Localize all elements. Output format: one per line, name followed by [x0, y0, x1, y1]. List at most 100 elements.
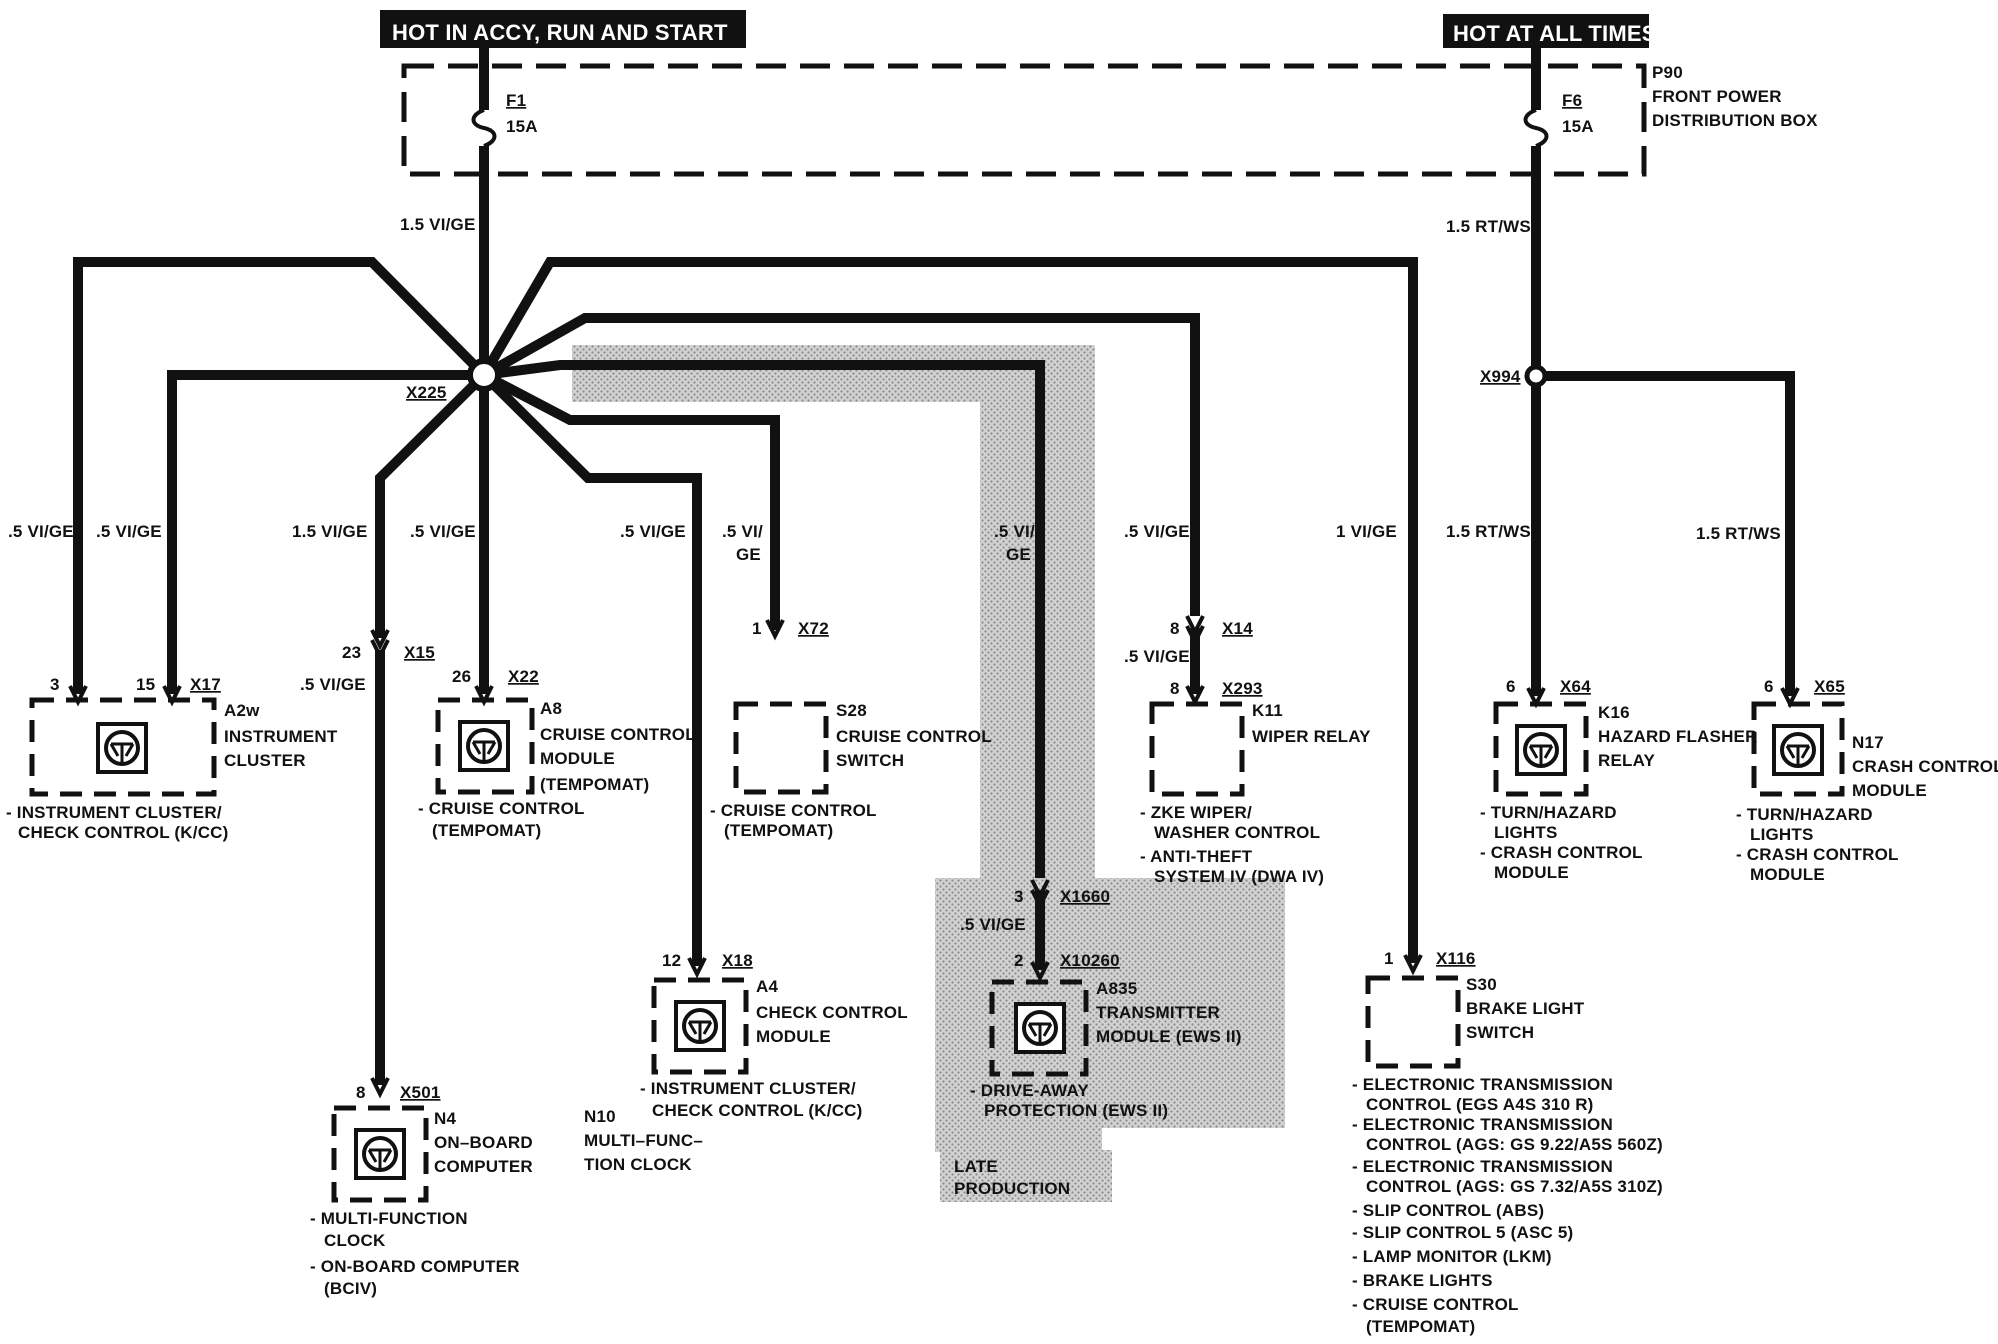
- late-production-1: LATE: [954, 1157, 998, 1176]
- a4-line2: MODULE: [756, 1027, 831, 1046]
- a2w-line1: INSTRUMENT: [224, 727, 338, 746]
- a2w-id: A2w: [224, 701, 260, 720]
- wire-label-b2: .5 VI/GE: [96, 522, 162, 541]
- a835-note2: PROTECTION (EWS II): [984, 1101, 1168, 1120]
- a2w-pin-a: 3: [50, 675, 60, 694]
- component-s28: 1 X72 S28 CRUISE CONTROL SWITCH - CRUISE…: [710, 619, 992, 840]
- s30-line2: SWITCH: [1466, 1023, 1534, 1042]
- a2w-note1: - INSTRUMENT CLUSTER/: [6, 803, 222, 822]
- a835-id: A835: [1096, 979, 1137, 998]
- x15-label: X15: [404, 643, 435, 662]
- header-always: HOT AT ALL TIMES: [1443, 14, 1656, 48]
- x14-label: X14: [1222, 619, 1253, 638]
- n4-line1: ON–BOARD: [434, 1133, 533, 1152]
- s30-note-2: - ELECTRONIC TRANSMISSION: [1352, 1115, 1613, 1134]
- n17-note4: MODULE: [1750, 865, 1825, 884]
- s30-note-5: CONTROL (AGS: GS 7.32/A5S 310Z): [1366, 1177, 1663, 1196]
- k16-line2: RELAY: [1598, 751, 1656, 770]
- wire-label-b8: .5 VI/GE: [1124, 522, 1190, 541]
- f6-id: F6: [1562, 91, 1582, 110]
- right-harness: [1531, 371, 1795, 696]
- k11-note3: - ANTI-THEFT: [1140, 847, 1253, 866]
- wire-label-r1: 1.5 RT/WS: [1446, 522, 1531, 541]
- wire-label-x1660-below: .5 VI/GE: [960, 915, 1026, 934]
- fuse-f6: F6 15A: [1523, 48, 1594, 368]
- k11-pin: 8: [1170, 679, 1180, 698]
- k16-note1: - TURN/HAZARD: [1480, 803, 1617, 822]
- s30-note-9: - BRAKE LIGHTS: [1352, 1271, 1493, 1290]
- a835-line2: MODULE (EWS II): [1096, 1027, 1242, 1046]
- a835-note1: - DRIVE-AWAY: [970, 1081, 1089, 1100]
- a2w-line2: CLUSTER: [224, 751, 306, 770]
- wire-label-main-left: 1.5 VI/GE: [400, 215, 476, 234]
- wire-label-b7-2: GE: [1006, 545, 1031, 564]
- wire-label-b9: 1 VI/GE: [1336, 522, 1397, 541]
- k16-note3: - CRASH CONTROL: [1480, 843, 1643, 862]
- k16-connector: X64: [1560, 677, 1591, 696]
- s30-note-7: - SLIP CONTROL 5 (ASC 5): [1352, 1223, 1573, 1242]
- n4-note3: - ON-BOARD COMPUTER: [310, 1257, 520, 1276]
- splice-x994: X994: [1480, 364, 1548, 388]
- wire-label-b7-1: .5 VI/: [994, 522, 1035, 541]
- a2w-note2: CHECK CONTROL (K/CC): [18, 823, 229, 842]
- wire-label-b6-2: GE: [736, 545, 761, 564]
- component-a4: 12 X18 A4 CHECK CONTROL MODULE - INSTRUM…: [640, 951, 908, 1120]
- header-accy-text: HOT IN ACCY, RUN AND START: [392, 20, 728, 45]
- a2w-connector: X17: [190, 675, 221, 694]
- k11-note2: WASHER CONTROL: [1154, 823, 1320, 842]
- k11-connector: X293: [1222, 679, 1263, 698]
- left-harness: [73, 257, 1418, 1085]
- wire-label-r2: 1.5 RT/WS: [1696, 524, 1781, 543]
- a4-pin: 12: [662, 951, 681, 970]
- a8-line1: CRUISE CONTROL: [540, 725, 696, 744]
- x14-pin: 8: [1170, 619, 1180, 638]
- a4-line1: CHECK CONTROL: [756, 1003, 908, 1022]
- fuse-f1: F1 15A: [471, 48, 538, 366]
- s30-note-11: (TEMPOMAT): [1366, 1317, 1475, 1336]
- f1-rating: 15A: [506, 117, 538, 136]
- s30-note-1: CONTROL (EGS A4S 310 R): [1366, 1095, 1594, 1114]
- a8-id: A8: [540, 699, 562, 718]
- n17-note1: - TURN/HAZARD: [1736, 805, 1873, 824]
- component-a2w: 3 15 X17 A2w INSTRUMENT CLUSTER - INSTRU…: [6, 675, 338, 842]
- k16-pin: 6: [1506, 677, 1516, 696]
- wire-label-b6-1: .5 VI/: [722, 522, 763, 541]
- k16-note2: LIGHTS: [1494, 823, 1558, 842]
- s30-note-0: - ELECTRONIC TRANSMISSION: [1352, 1075, 1613, 1094]
- component-k16: 6 X64 K16 HAZARD FLASHER RELAY - TURN/HA…: [1480, 677, 1758, 882]
- s28-note1: - CRUISE CONTROL: [710, 801, 877, 820]
- late-production-2: PRODUCTION: [954, 1179, 1070, 1198]
- wire-label-b3: 1.5 VI/GE: [292, 522, 368, 541]
- component-n4: 8 X501 N4 ON–BOARD COMPUTER - MULTI-FUNC…: [310, 1077, 533, 1298]
- a4-id: A4: [756, 977, 778, 996]
- k11-line1: WIPER RELAY: [1252, 727, 1371, 746]
- s30-note-10: - CRUISE CONTROL: [1352, 1295, 1519, 1314]
- n4-id: N4: [434, 1109, 456, 1128]
- inline-connector-x15: 23 X15 .5 VI/GE: [300, 629, 435, 694]
- n4-note4: (BCIV): [324, 1279, 377, 1298]
- s30-line1: BRAKE LIGHT: [1466, 999, 1585, 1018]
- n17-id: N17: [1852, 733, 1884, 752]
- n17-pin: 6: [1764, 677, 1774, 696]
- branch-wire-labels: .5 VI/GE .5 VI/GE 1.5 VI/GE .5 VI/GE .5 …: [8, 522, 1781, 564]
- p90-id: P90: [1652, 63, 1683, 82]
- k16-line1: HAZARD FLASHER: [1598, 727, 1758, 746]
- n4-note2: CLOCK: [324, 1231, 386, 1250]
- wire-label-x15-below: .5 VI/GE: [300, 675, 366, 694]
- x1660-pin: 3: [1014, 887, 1024, 906]
- a4-note1: - INSTRUMENT CLUSTER/: [640, 1079, 856, 1098]
- a8-line3: (TEMPOMAT): [540, 775, 649, 794]
- wire-label-x14-below: .5 VI/GE: [1124, 647, 1190, 666]
- component-a8: 26 X22 A8 CRUISE CONTROL MODULE (TEMPOMA…: [418, 667, 696, 840]
- splice-x994-label: X994: [1480, 367, 1521, 386]
- splice-x225: X225: [406, 358, 501, 402]
- f1-id: F1: [506, 91, 526, 110]
- n10-line1: MULTI–FUNC–: [584, 1131, 703, 1150]
- p90-name-1: FRONT POWER: [1652, 87, 1782, 106]
- a2w-pin-b: 15: [136, 675, 155, 694]
- s30-note-4: - ELECTRONIC TRANSMISSION: [1352, 1157, 1613, 1176]
- power-distribution-box: P90 FRONT POWER DISTRIBUTION BOX: [401, 63, 1818, 177]
- late-production-shading: [572, 345, 1285, 1202]
- n17-note3: - CRASH CONTROL: [1736, 845, 1899, 864]
